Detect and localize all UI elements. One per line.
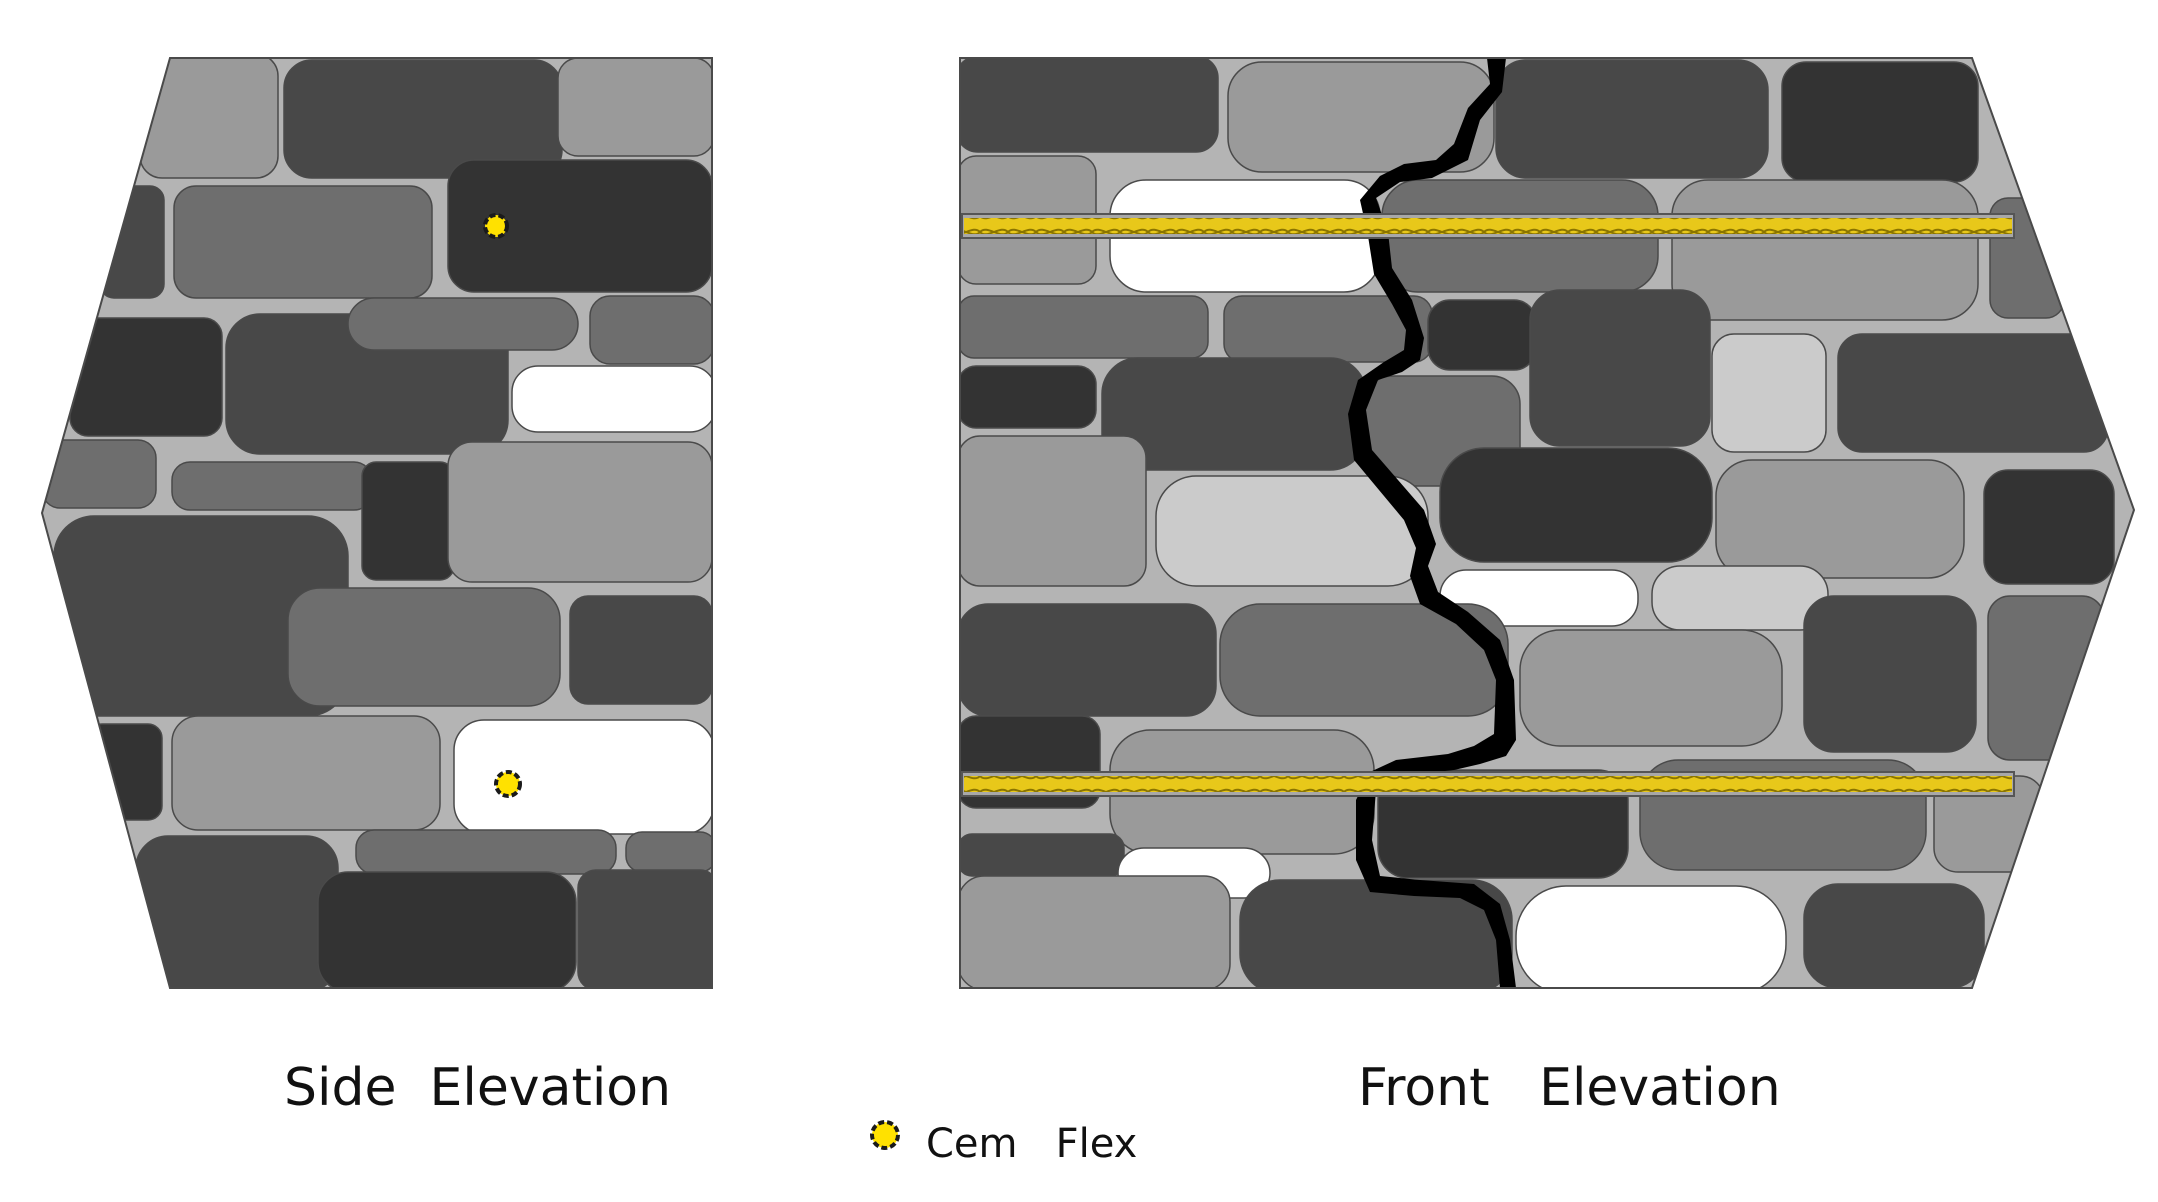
- stone: [569, 595, 712, 705]
- stone: [1515, 885, 1787, 988]
- stone: [1227, 61, 1495, 173]
- side-elevation-caption: Side Elevation: [284, 1058, 672, 1118]
- stone: [1803, 883, 1985, 988]
- stone: [1427, 299, 1537, 371]
- stone: [960, 435, 1147, 587]
- stone: [1781, 61, 1979, 183]
- stone: [960, 295, 1209, 359]
- stone: [135, 835, 339, 988]
- stone: [589, 295, 712, 365]
- stone: [1529, 289, 1711, 447]
- stone: [287, 587, 561, 707]
- side-stones: [42, 58, 712, 988]
- stone: [1219, 603, 1509, 717]
- stone: [317, 871, 577, 988]
- stone: [42, 439, 157, 509]
- stone: [1837, 333, 2109, 453]
- stone: [625, 831, 712, 873]
- stone: [453, 719, 712, 835]
- stone: [577, 869, 712, 988]
- stone: [1987, 595, 2105, 761]
- cem-flex-anchor-bottom: [494, 770, 522, 798]
- cem-flex-rod-bottom: [961, 771, 2015, 797]
- stone: [960, 58, 1219, 153]
- stone: [511, 365, 712, 433]
- cem-flex-anchor-top: [483, 213, 509, 239]
- legend-label: Cem Flex: [926, 1121, 1138, 1167]
- stone: [1439, 447, 1713, 563]
- stone: [1651, 565, 1829, 631]
- stone: [171, 461, 373, 511]
- cem-flex-anchor-icon: [870, 1120, 900, 1150]
- side-elevation-wall: [40, 57, 713, 989]
- stone: [960, 365, 1097, 429]
- front-elevation-caption: Front Elevation: [1358, 1058, 1781, 1118]
- stone: [557, 58, 712, 157]
- cem-flex-rod-top: [961, 213, 2015, 239]
- front-stones: [960, 58, 2115, 988]
- wall-crack: [1348, 58, 1516, 988]
- stone: [1671, 179, 1979, 321]
- front-elevation-wall: [959, 57, 2136, 989]
- stone: [87, 723, 163, 821]
- stone: [447, 441, 712, 583]
- stone: [447, 159, 712, 293]
- stone: [960, 875, 1231, 988]
- stone: [99, 185, 165, 299]
- stone: [171, 715, 441, 831]
- stone: [1983, 469, 2115, 585]
- side-wall-outline: [40, 57, 713, 989]
- stone: [347, 297, 579, 351]
- stone: [173, 185, 433, 299]
- stone: [1803, 595, 1977, 753]
- stone: [1711, 333, 1827, 453]
- stone: [355, 829, 617, 875]
- stone: [361, 461, 455, 581]
- stone: [139, 58, 279, 179]
- stone: [1495, 59, 1769, 179]
- front-wall-outline: [959, 57, 2136, 989]
- stone: [1715, 459, 1965, 579]
- stone: [1519, 629, 1783, 747]
- stone: [960, 603, 1217, 717]
- stone: [960, 833, 1125, 877]
